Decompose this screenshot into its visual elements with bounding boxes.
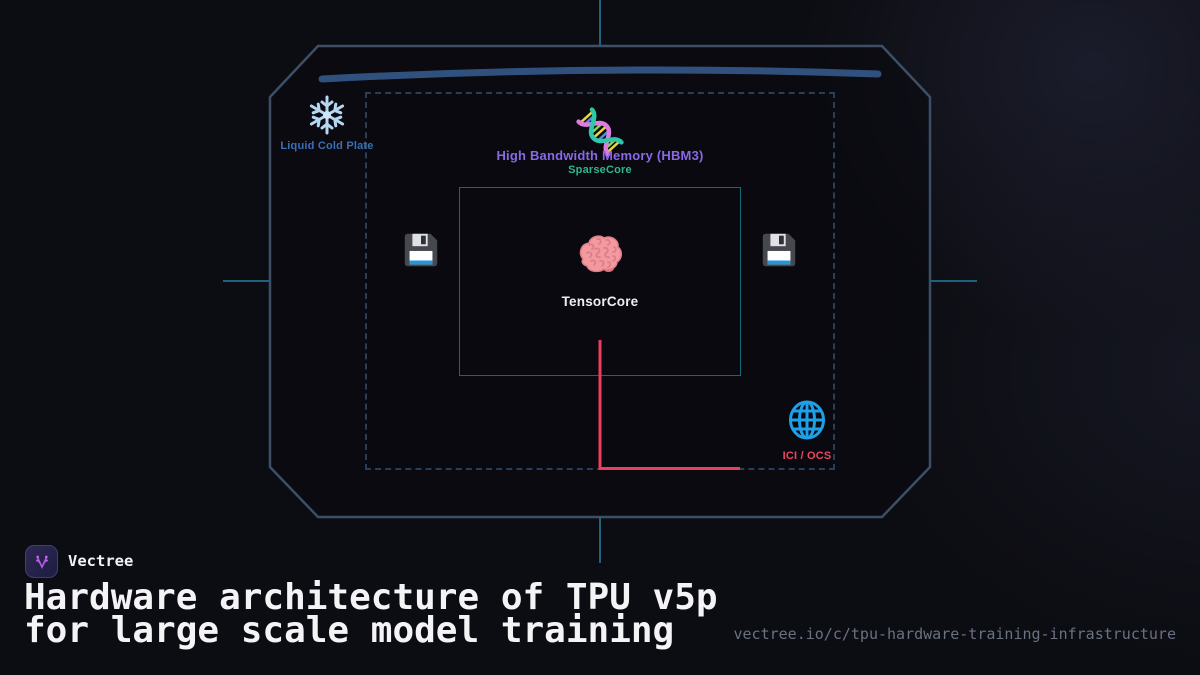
brain-icon (573, 229, 627, 283)
top-arc-accent (318, 66, 882, 83)
hbm-label: High Bandwidth Memory (HBM3) (496, 148, 704, 163)
page-title: Hardware architecture of TPU v5p for lar… (24, 577, 718, 651)
page-title-line2: for large scale model training (24, 609, 675, 651)
footer-url: vectree.io/c/tpu-hardware-training-infra… (733, 625, 1176, 643)
snowflake-icon (305, 93, 349, 137)
dna-icon (574, 106, 626, 158)
tensorcore-label: TensorCore (561, 294, 639, 309)
tensorcore-to-ici-connector (598, 340, 740, 470)
floppy-disk-icon (400, 229, 442, 271)
chassis-outline (268, 44, 932, 519)
liquid-cold-plate-label: Liquid Cold Plate (280, 140, 374, 152)
globe-icon (785, 398, 829, 442)
page-title-line1: Hardware architecture of TPU v5p (24, 577, 718, 618)
brand-name: Vectree (68, 552, 134, 570)
sparsecore-label: SparseCore (568, 164, 632, 176)
vectree-v-icon (35, 555, 48, 569)
vectree-logo (25, 545, 58, 578)
ici-ocs-label: ICI / OCS (782, 450, 832, 462)
floppy-disk-icon (758, 229, 800, 271)
